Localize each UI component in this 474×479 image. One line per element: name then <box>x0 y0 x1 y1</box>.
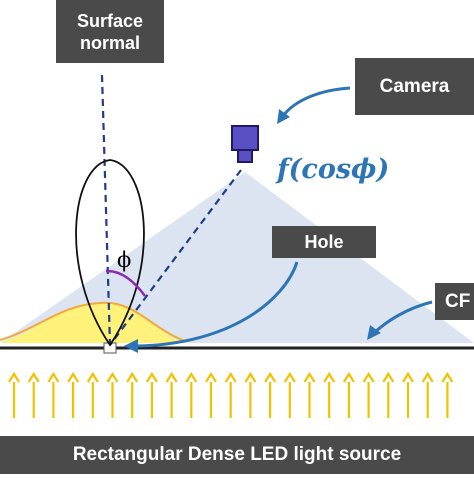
led-arrow-icon <box>342 371 355 418</box>
angle-symbol: ϕ <box>117 248 132 272</box>
led-arrow-icon <box>67 371 80 418</box>
led-arrow-icon <box>244 371 257 418</box>
led-arrow-icon <box>224 371 237 418</box>
emission-lobe <box>75 159 145 347</box>
hole-label: Hole <box>272 226 376 258</box>
led-arrow-icon <box>8 371 20 418</box>
camera-icon <box>231 125 259 163</box>
cf-pointer-arrowhead <box>367 325 381 340</box>
led-arrow-icon <box>283 371 296 418</box>
emission-profile-curve <box>0 301 186 342</box>
led-arrow-icon <box>303 371 316 418</box>
led-arrow-icon <box>402 371 414 418</box>
cf-pointer-arrow <box>372 300 433 335</box>
viewing-direction-line <box>109 169 242 346</box>
emission-profile-fill <box>0 302 185 343</box>
led-arrow-icon <box>382 371 395 418</box>
light-source-label: Rectangular Dense LED light source <box>0 436 474 474</box>
hole-pointer-arrow <box>134 261 299 348</box>
led-arrow-icon <box>145 371 158 418</box>
hole-pointer-arrowhead <box>124 339 138 353</box>
led-arrow-icon <box>126 371 139 418</box>
surface-normal-label-line2: normal <box>79 32 140 53</box>
led-arrow-icon <box>27 371 40 418</box>
led-arrow-row <box>8 371 454 418</box>
camera-view-cone <box>0 172 474 343</box>
surface-normal-label-line1: Surface <box>76 10 144 31</box>
camera-pointer-arrow <box>281 86 351 117</box>
led-arrow-icon <box>441 371 454 418</box>
camera-pointer-arrowhead <box>277 109 290 124</box>
led-arrow-icon <box>421 371 434 418</box>
surface-normal-label: Surface normal <box>56 0 164 63</box>
camera-label: Camera <box>355 58 474 115</box>
led-arrow-icon <box>106 371 119 418</box>
led-arrow-icon <box>47 371 60 418</box>
led-arrow-icon <box>362 371 375 418</box>
led-arrow-icon <box>185 371 198 418</box>
surface-normal-line <box>100 74 112 346</box>
led-arrow-icon <box>86 371 99 418</box>
led-arrow-icon <box>264 371 277 418</box>
led-arrow-icon <box>205 371 217 418</box>
led-arrow-icon <box>165 371 178 418</box>
angle-arc <box>105 269 147 297</box>
formula-label: f(cosϕ) <box>277 154 390 185</box>
led-arrow-icon <box>323 371 336 418</box>
cf-label: CF <box>435 283 474 320</box>
